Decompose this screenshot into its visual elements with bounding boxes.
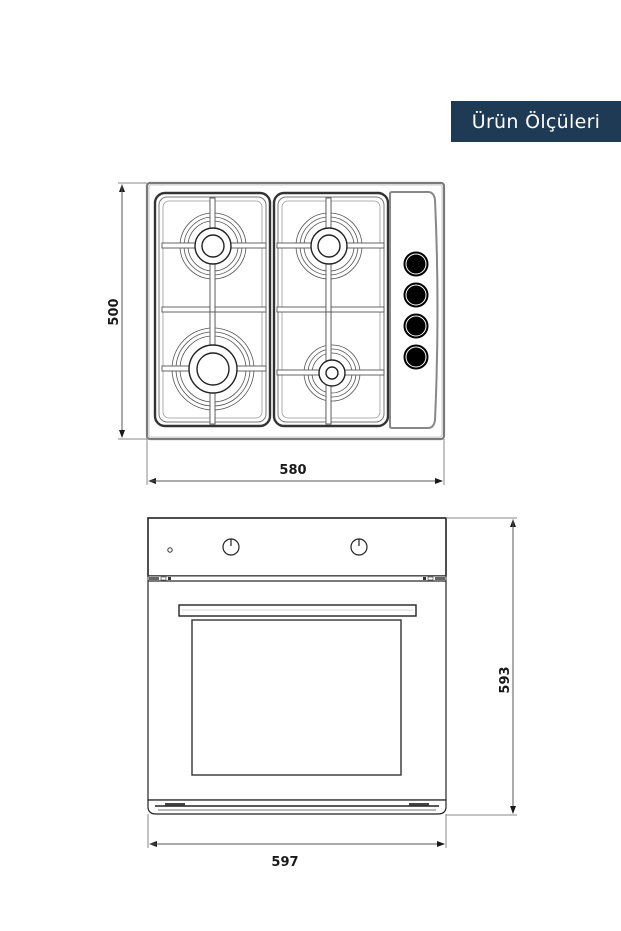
hob-control-panel [389,191,439,429]
hob-depth-label: 500 [107,298,122,325]
oven-door-handle [178,604,417,617]
hob-width-dimension: 580 [146,439,445,485]
oven-drawing [147,517,447,815]
oven-height-label: 593 [498,666,513,693]
burner-bottom-left [161,311,267,425]
burner-top-right [276,197,385,313]
burner-top-left [161,197,267,313]
hob-width-label: 580 [279,463,306,478]
burner-bottom-right [276,311,385,425]
oven-knob-2-icon [350,538,368,556]
product-dimensions-title: Ürün Ölçüleri [451,101,621,142]
oven-indicator-light-icon [167,547,173,553]
oven-knob-1-icon [222,538,240,556]
hob-depth-dimension: 500 [107,182,147,440]
oven-width-dimension: 597 [147,814,447,870]
oven-control-panel [147,517,447,577]
oven-height-dimension: 593 [446,517,517,816]
oven-width-label: 597 [271,855,298,870]
oven-window [191,619,402,776]
hob-drawing [145,181,446,441]
